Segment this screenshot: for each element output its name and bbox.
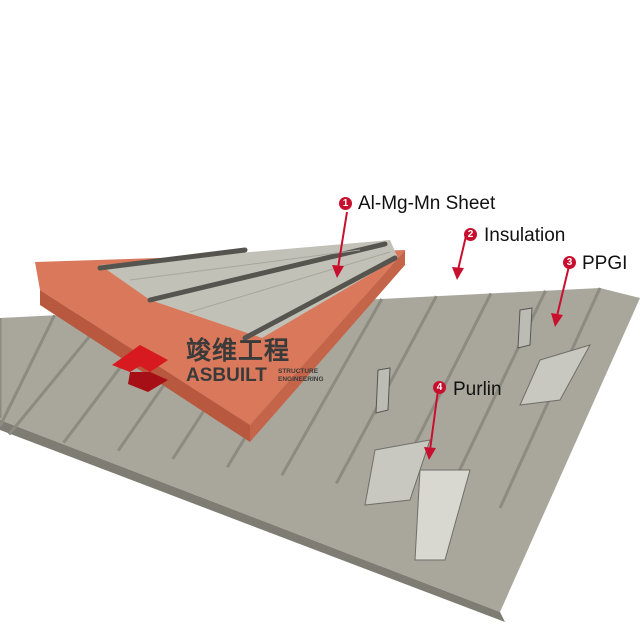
callout-label-purlin: Purlin: [453, 379, 502, 400]
purlins: [364, 344, 592, 561]
al-mg-mn-sheet: [97, 240, 398, 341]
logo-name: ASBUILT: [186, 365, 267, 386]
asbuilt-logo-mark: [112, 345, 168, 392]
callout-number-3: 3: [563, 256, 576, 269]
callout-number-1: 1: [339, 197, 352, 210]
deck-rib: [280, 298, 384, 477]
callout-number-2: 2: [464, 228, 477, 241]
callout-number-4: 4: [433, 381, 446, 394]
callout-label-sheet: Al-Mg-Mn Sheet: [358, 193, 496, 214]
callout-label-insulation: Insulation: [484, 225, 566, 246]
logo-chinese-text: 竣维工程: [186, 337, 291, 365]
logo-sub2: ENGINEERING: [278, 376, 324, 383]
brackets: [375, 307, 533, 414]
callout-arrows: [332, 211, 570, 460]
callout-label-ppgi: PPGI: [582, 253, 628, 274]
deck-rib: [0, 314, 56, 427]
logo-sub1: STRUCTURE: [278, 368, 319, 375]
